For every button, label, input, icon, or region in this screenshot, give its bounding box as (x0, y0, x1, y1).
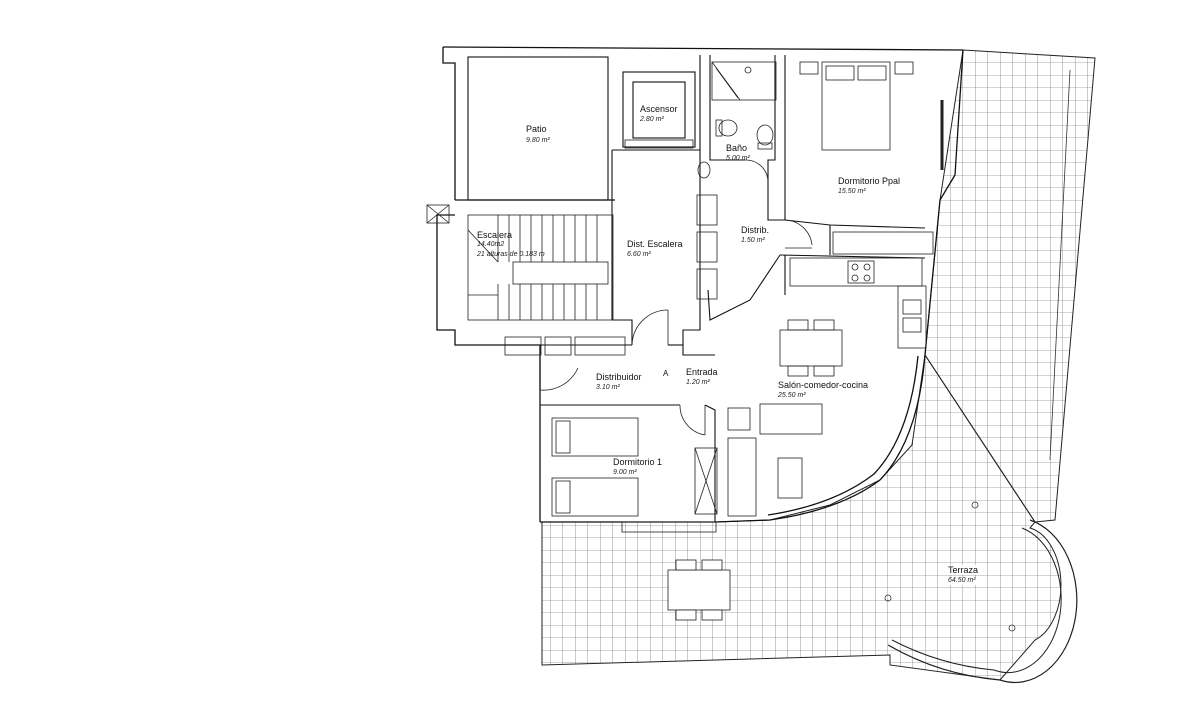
distribuidor-area: 3.10 m² (596, 384, 620, 391)
bano-label: Baño (726, 143, 748, 153)
bedroom-1-furniture (551, 417, 718, 533)
living-furniture (727, 319, 843, 517)
bano-area: 5.00 m² (726, 155, 750, 162)
bathroom-fixtures (697, 61, 777, 179)
dormitorio-1-label: Dormitorio 1 (613, 457, 663, 467)
hall-wardrobes (504, 194, 718, 356)
escalera-label: Escalera (477, 230, 513, 240)
dormitorio-ppal-area: 15.50 m² (838, 188, 866, 195)
balcony-curve-inner (891, 527, 1062, 674)
dormitorio-ppal-label: Dormitorio Ppal (838, 176, 901, 186)
escalera-area: 14.40m2 (477, 241, 505, 248)
door-swings (539, 159, 813, 436)
ascensor-area: 2.80 m² (640, 116, 664, 123)
exterior-walls (436, 46, 964, 523)
kitchen-fixtures (789, 257, 927, 349)
entrada-area: 1.20 m² (686, 379, 710, 386)
dormitorio-1-area: 9.00 m² (613, 469, 637, 476)
master-bedroom-furniture (799, 61, 944, 255)
distrib-area: 1.50 m² (741, 237, 765, 244)
dist-escalera-label: Dist. Escalera (627, 239, 683, 249)
salon-label: Salón-comedor-cocina (778, 380, 869, 390)
balcony-curve-outer (887, 519, 1078, 684)
staircase (426, 204, 614, 321)
salon-area: 25.50 m² (778, 392, 806, 399)
interior-walls (467, 55, 926, 522)
entrada-label: Entrada (686, 367, 718, 377)
lift (624, 139, 694, 149)
entry-marker: A (663, 369, 669, 378)
distrib-label: Distrib. (741, 225, 770, 235)
terrace-details (884, 69, 1071, 632)
distribuidor-label: Distribuidor (596, 372, 642, 382)
escalera-note: 21 alturas de 0.183 m (477, 251, 545, 258)
terraza-area: 64.50 m² (948, 577, 976, 585)
patio-label: Patio (526, 124, 547, 134)
terrace-table (667, 559, 731, 621)
patio-area: 9.80 m² (526, 137, 550, 144)
terraza-label: Terraza (948, 565, 979, 575)
ascensor-label: Ascensor (640, 104, 678, 114)
dist-escalera-area: 6.60 m² (627, 251, 651, 258)
